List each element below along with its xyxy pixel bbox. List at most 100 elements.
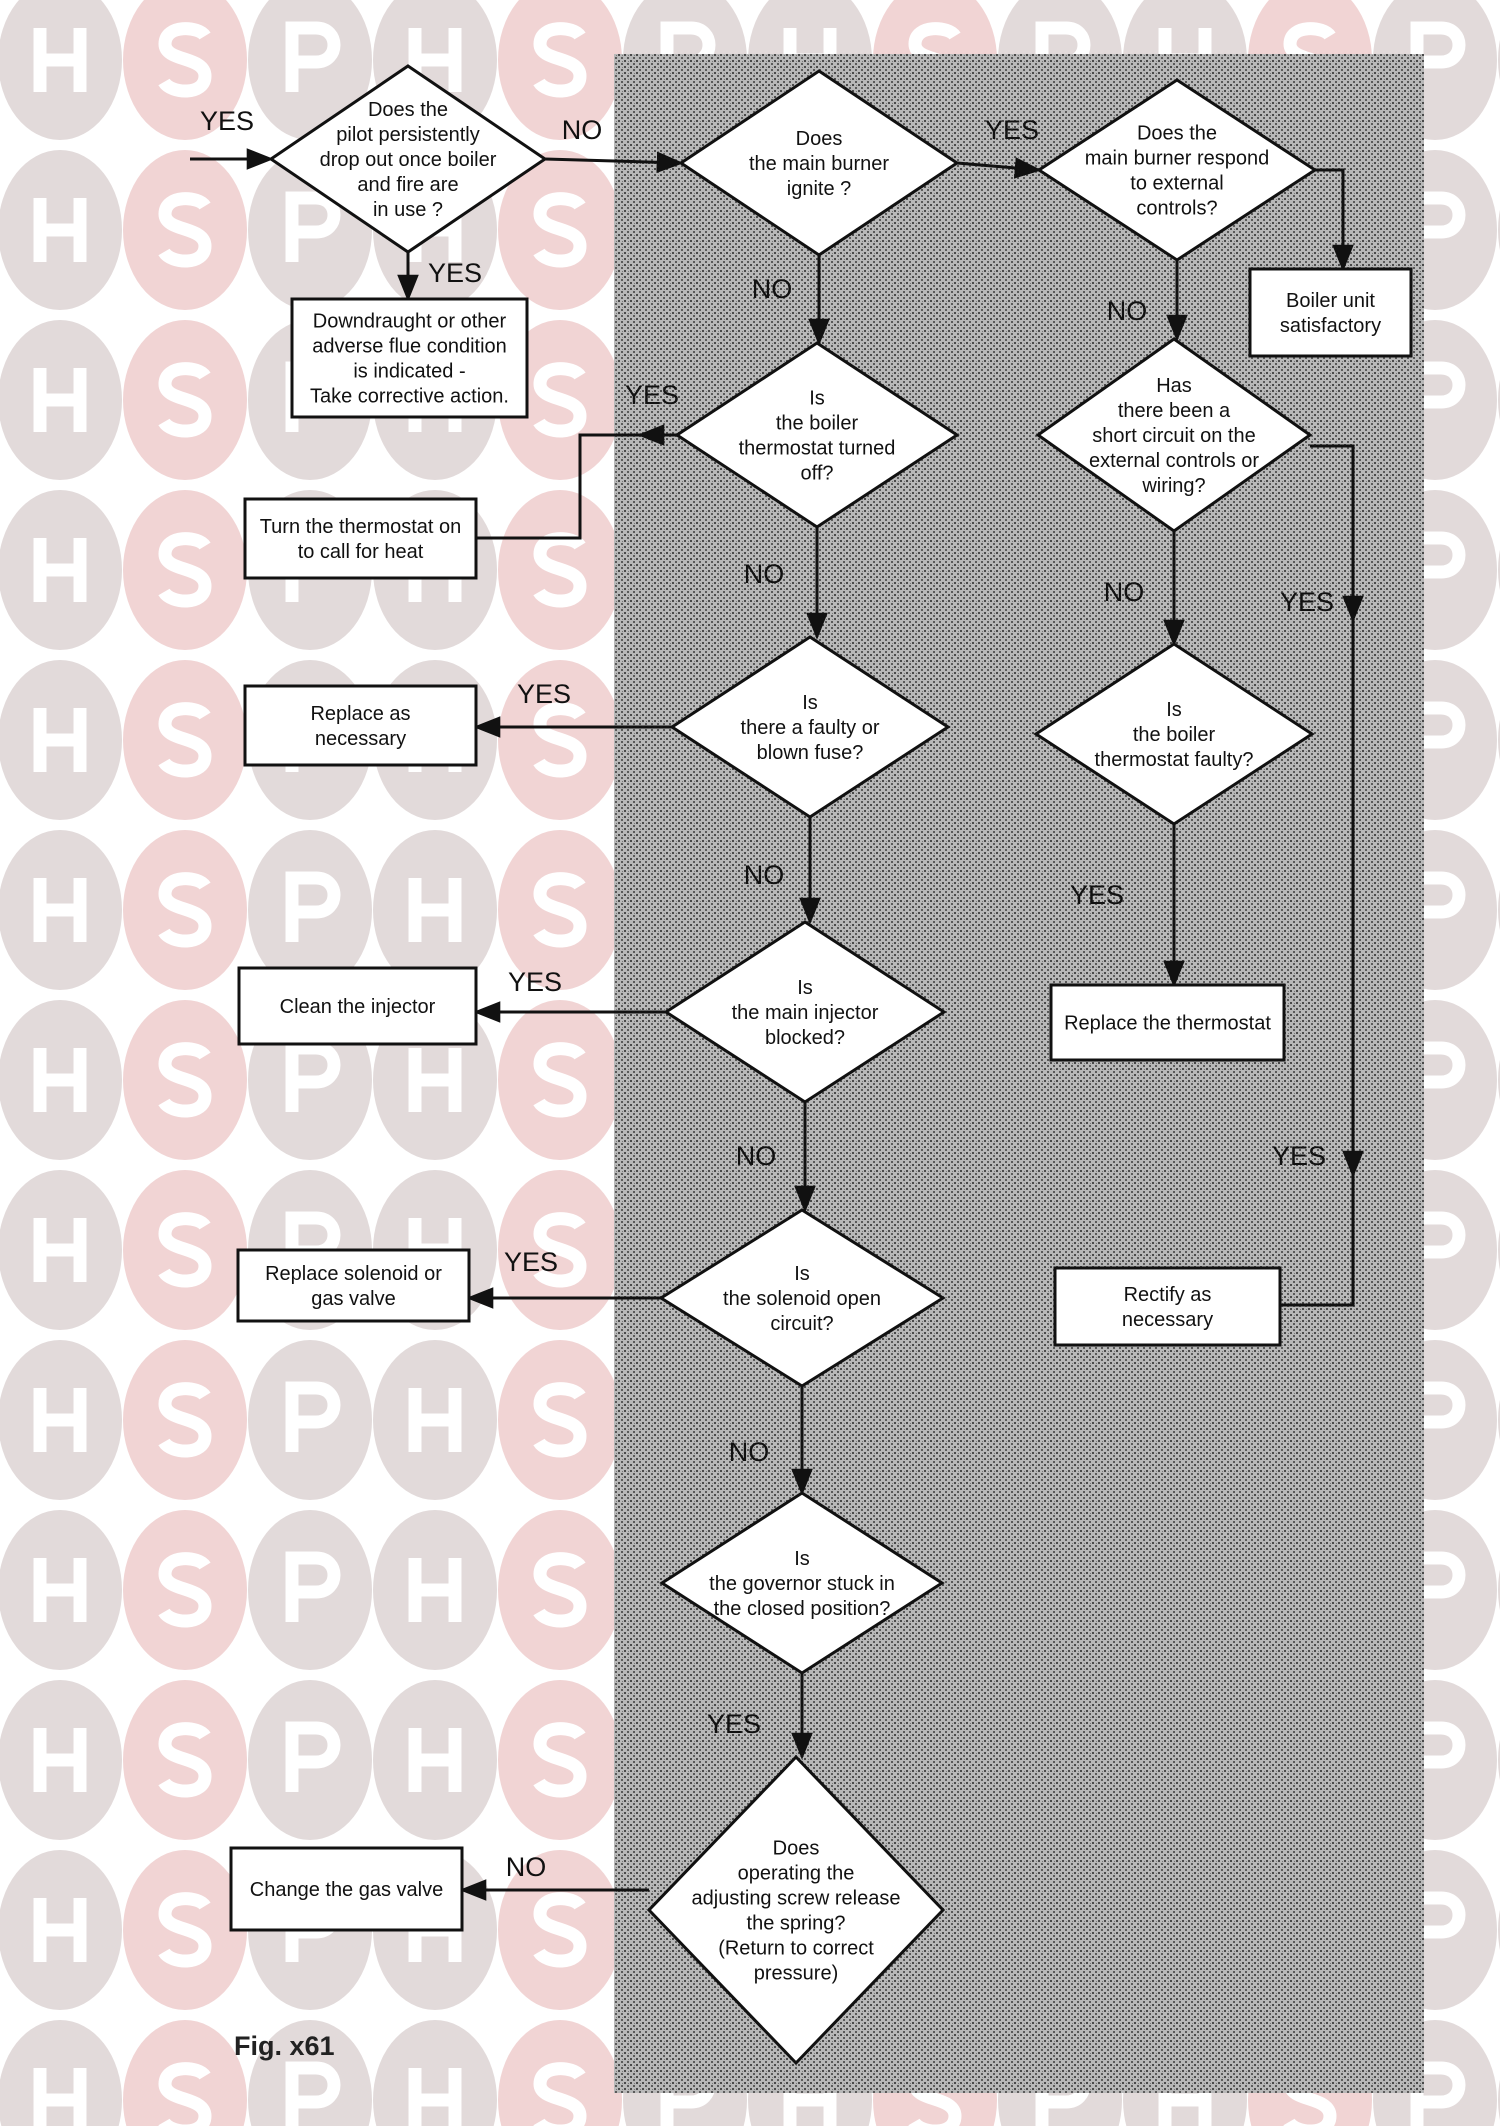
node-text-line: wiring?: [1141, 475, 1205, 497]
watermark-glyph-shape: [533, 702, 587, 778]
yes-label: YES: [1280, 587, 1334, 617]
watermark-circle: [248, 0, 372, 140]
watermark-glyph-shape: [1410, 701, 1466, 772]
watermark-circle: [498, 0, 622, 140]
node-text-line: there been a: [1118, 400, 1231, 422]
watermark-glyph-shape: [285, 21, 341, 92]
node-text-line: Does: [796, 128, 843, 150]
node-text-line: Does the: [1137, 123, 1217, 145]
watermark-glyph-shape: [408, 2068, 462, 2126]
watermark-glyph-shape: [1410, 531, 1466, 602]
node-text-line: main burner respond: [1085, 148, 1270, 170]
no-label: NO: [562, 115, 603, 145]
yes-label: YES: [985, 115, 1039, 145]
watermark-glyph-shape: [533, 1722, 587, 1798]
yes-label: YES: [1070, 880, 1124, 910]
watermark-glyph-shape: [285, 871, 341, 942]
no-label: NO: [729, 1437, 770, 1467]
yes-label: YES: [1272, 1141, 1326, 1171]
watermark-circle: [0, 0, 122, 140]
watermark-glyph-shape: [158, 2062, 212, 2126]
watermark-glyph-shape: [33, 1048, 87, 1112]
node-text-line: pilot persistently: [336, 124, 479, 146]
watermark-glyph-shape: [285, 1381, 341, 1452]
action-change-valve: Change the gas valve: [229, 1846, 464, 1932]
node-text-line: external controls or: [1089, 450, 1259, 472]
node-text-line: the governor stuck in: [709, 1573, 895, 1595]
watermark-glyph-shape: [1410, 191, 1466, 262]
connector-line: [544, 151, 684, 174]
connectors: [190, 148, 1364, 1901]
watermark-glyph-shape: [158, 532, 212, 608]
watermark-glyph-shape: [285, 2061, 341, 2126]
watermark-glyph-shape: [33, 538, 87, 602]
watermark-glyph-shape: [1410, 1041, 1466, 1112]
watermark-glyph-shape: [33, 708, 87, 772]
node-text-line: the main injector: [732, 1002, 879, 1024]
watermark-glyph-shape: [158, 22, 212, 98]
action-replace-thermostat: Replace the thermostat: [1049, 983, 1286, 1062]
watermark-glyph-shape: [533, 192, 587, 268]
watermark-glyph-shape: [533, 1212, 587, 1288]
node-text-line: Rectify as: [1124, 1284, 1212, 1306]
watermark-circle: [373, 2020, 497, 2126]
yes-label: YES: [625, 380, 679, 410]
watermark-glyph-shape: [285, 1721, 341, 1792]
node-text-line: controls?: [1136, 198, 1217, 220]
no-label: NO: [736, 1141, 777, 1171]
watermark-glyph-shape: [33, 368, 87, 432]
node-text-line: the spring?: [747, 1913, 846, 1935]
node-text-line: pressure): [754, 1963, 838, 1985]
watermark-glyph-shape: [533, 872, 587, 948]
connector-line: [476, 433, 677, 540]
watermark-glyph-shape: [33, 1388, 87, 1452]
node-text-line: necessary: [315, 728, 406, 750]
watermark-glyph-shape: [533, 1042, 587, 1118]
node-text-line: Does the: [368, 99, 448, 121]
node-text-line: the boiler: [776, 413, 859, 435]
watermark-glyph-shape: [33, 878, 87, 942]
node-text-line: Is: [802, 692, 818, 714]
action-clean-injector: Clean the injector: [237, 966, 478, 1046]
node-text-line: Replace solenoid or: [265, 1263, 442, 1285]
watermark-glyph-shape: [1410, 1891, 1466, 1962]
node-text-line: Turn the thermostat on: [260, 516, 462, 538]
watermark-glyph-shape: [533, 1892, 587, 1968]
watermark-glyph-shape: [1410, 1721, 1466, 1792]
node-text-line: Clean the injector: [280, 996, 436, 1018]
node-text-line: ignite ?: [787, 178, 852, 200]
watermark-glyph-shape: [33, 28, 87, 92]
connector-line: [956, 157, 1042, 179]
node-text-line: thermostat faulty?: [1095, 749, 1254, 771]
no-label: NO: [1104, 577, 1145, 607]
node-text-line: blocked?: [765, 1027, 845, 1049]
watermark-glyph-shape: [1410, 21, 1466, 92]
no-label: NO: [752, 274, 793, 304]
node-text-line: Replace the thermostat: [1064, 1013, 1271, 1035]
watermark-glyph-shape: [158, 702, 212, 778]
watermark-glyph-shape: [33, 2068, 87, 2126]
connector-line: [1315, 168, 1354, 272]
watermark-glyph-shape: [533, 1552, 587, 1628]
watermark-glyph-shape: [408, 878, 462, 942]
node-text-line: satisfactory: [1280, 315, 1381, 337]
node-text-line: the closed position?: [714, 1598, 891, 1620]
node-text-line: operating the: [738, 1863, 855, 1885]
watermark-glyph-shape: [158, 1042, 212, 1118]
watermark-glyph-shape: [33, 198, 87, 262]
node-text-line: necessary: [1122, 1309, 1213, 1331]
watermark-glyph-shape: [158, 872, 212, 948]
figure-caption: Fig. x61: [234, 2031, 335, 2061]
watermark-glyph-shape: [158, 362, 212, 438]
